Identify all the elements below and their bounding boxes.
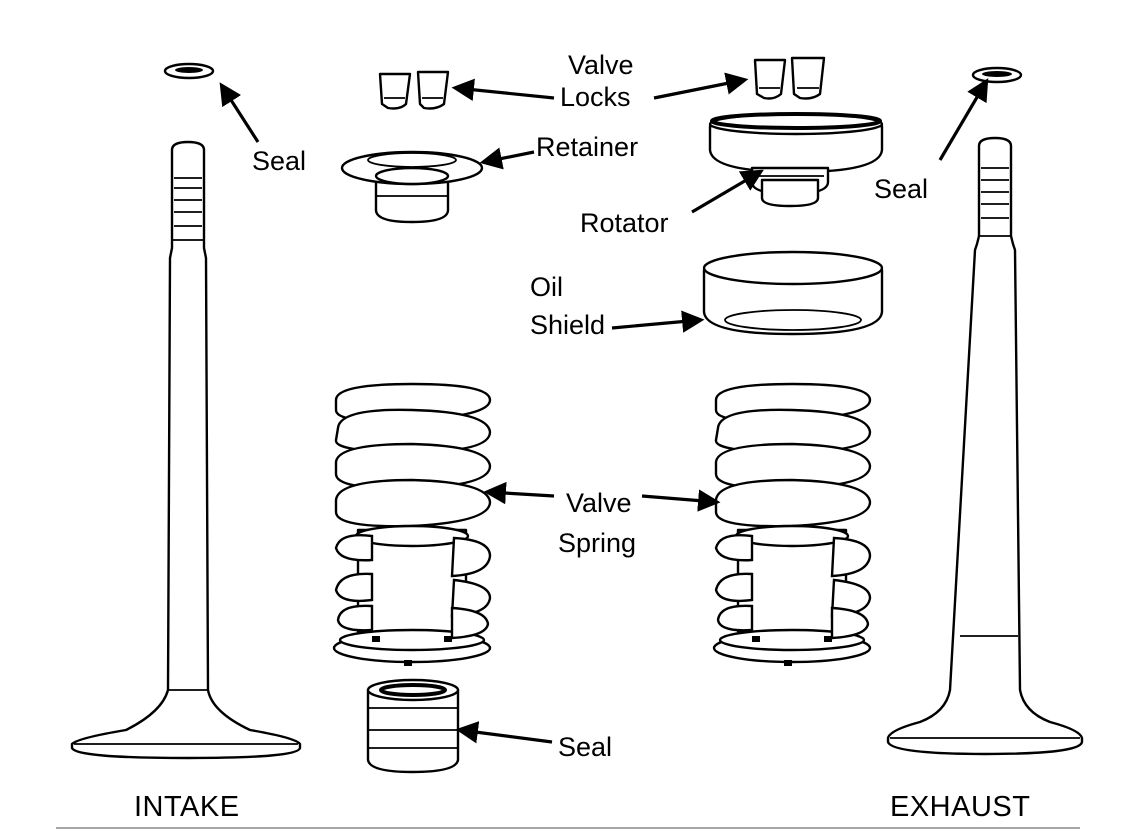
exhaust-seal: [971, 66, 1023, 84]
label-retainer: Retainer: [536, 132, 638, 162]
label-seal-exhaust: Seal: [874, 174, 928, 204]
oil-shield: [702, 250, 884, 336]
rotator: [708, 112, 884, 208]
label-oil-shield-line2: Shield: [530, 310, 605, 340]
retainer: [340, 150, 484, 224]
valve-locks-left: [378, 70, 450, 110]
label-oil-shield-line1: Oil: [530, 272, 563, 302]
intake-valve: [70, 140, 302, 760]
caption-intake: INTAKE: [134, 791, 240, 823]
valve-spring-right: [712, 382, 872, 666]
valve-locks-right: [753, 56, 826, 100]
label-seal-intake: Seal: [252, 146, 306, 176]
label-valve-spring-line2: Spring: [558, 528, 636, 558]
intake-seal: [163, 62, 215, 80]
label-rotator: Rotator: [580, 208, 669, 238]
exhaust-valve: [886, 136, 1084, 756]
label-seal-bottom: Seal: [558, 732, 612, 762]
label-valve-locks-line1: Valve: [568, 50, 634, 80]
label-valve-spring-line1: Valve: [566, 488, 632, 518]
valve-spring-left: [332, 382, 492, 666]
caption-exhaust: EXHAUST: [890, 791, 1030, 823]
label-valve-locks-line2: Locks: [560, 82, 631, 112]
callout-arrows: [219, 72, 989, 744]
bottom-seal: [366, 678, 460, 774]
